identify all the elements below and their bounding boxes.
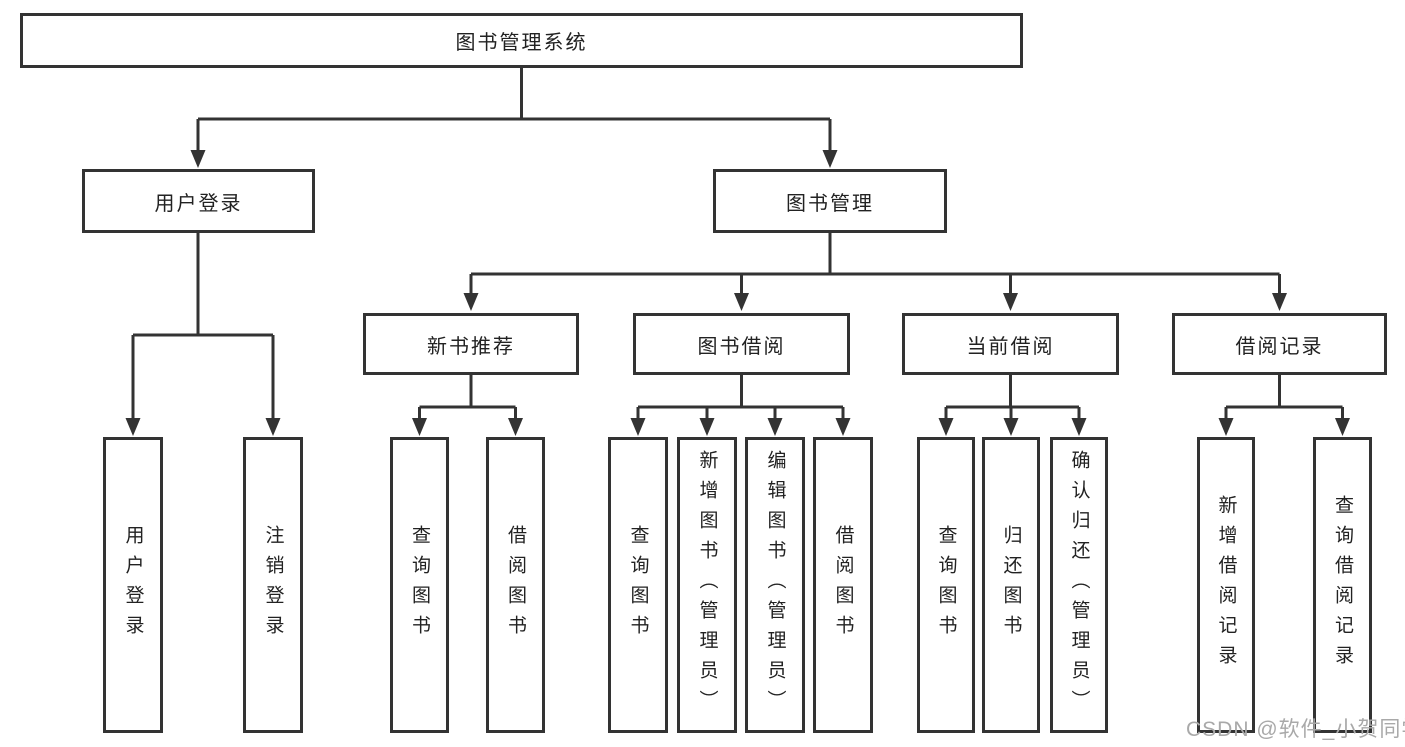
leaf-current-query-books: 查询图书 [917,437,975,733]
connector-book-management-to-level3 [463,233,1287,311]
node-label: 借阅图书 [505,525,526,645]
leaf-user-login: 用户登录 [103,437,163,733]
csdn-watermark: CSDN @软件_小贺同学 [1186,718,1405,741]
node-book-borrowing: 图书借阅 [633,313,850,375]
node-label: 查询借阅记录 [1332,495,1353,675]
node-label: 查询图书 [627,525,649,645]
leaf-recommend-borrow-books: 借阅图书 [486,437,545,733]
node-new-book-recommendation: 新书推荐 [363,313,579,375]
node-library-management-system: 图书管理系统 [20,13,1023,68]
leaf-logout: 注销登录 [243,437,303,733]
node-label: 查询图书 [935,525,957,645]
leaf-borrow-add-books-admin: 新增图书（管理员） [677,437,737,733]
node-label: 借阅图书 [832,525,854,645]
node-user-login: 用户登录 [82,169,315,233]
leaf-current-return-books: 归还图书 [982,437,1040,733]
node-label: 新增图书（管理员） [696,450,718,720]
node-label: 编辑图书（管理员） [764,450,786,720]
leaf-recommend-query-books: 查询图书 [390,437,449,733]
node-label: 查询图书 [409,525,430,645]
connector-user-login-to-leaves [125,233,281,436]
connector-root-to-level2 [190,68,838,168]
connector-current-borrowing-to-leaves [938,375,1087,436]
leaf-records-add-borrow-record: 新增借阅记录 [1197,437,1255,733]
leaf-records-query-borrow-record: 查询借阅记录 [1313,437,1372,733]
node-current-borrowing: 当前借阅 [902,313,1119,375]
connector-book-borrowing-to-leaves [630,375,851,436]
connector-borrowing-records-to-leaves [1218,375,1350,436]
connector-new-book-recommendation-to-leaves [412,375,523,436]
node-borrowing-records: 借阅记录 [1172,313,1387,375]
node-label: 确认归还（管理员） [1068,450,1090,720]
leaf-borrow-borrow-books: 借阅图书 [813,437,873,733]
leaf-current-confirm-return-admin: 确认归还（管理员） [1050,437,1108,733]
leaf-borrow-edit-books-admin: 编辑图书（管理员） [745,437,805,733]
node-label: 归还图书 [1000,525,1022,645]
node-label: 新增借阅记录 [1215,495,1237,675]
node-book-management: 图书管理 [713,169,947,233]
node-label: 用户登录 [122,525,144,645]
node-label: 注销登录 [262,525,284,645]
leaf-borrow-query-books: 查询图书 [608,437,668,733]
